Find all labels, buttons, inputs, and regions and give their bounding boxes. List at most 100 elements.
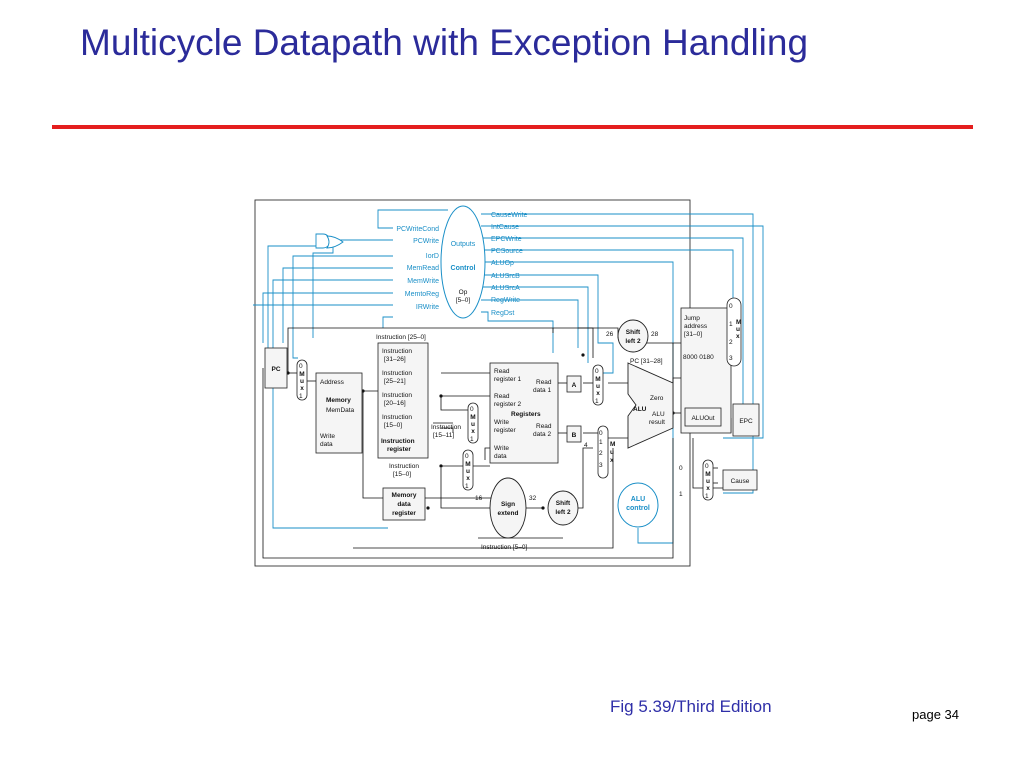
mux-srca-in0: 0 (595, 368, 599, 375)
reg-name: Registers (511, 411, 541, 418)
signal-pcsource: PCSource (491, 248, 523, 255)
sign-extend-a: Sign (501, 501, 515, 508)
mux-srcb-in3: 3 (599, 462, 603, 469)
mdr-label-b: data (397, 501, 411, 508)
shift-left-lower (547, 490, 579, 526)
mux-wr-in1: 1 (470, 436, 474, 443)
ir-name-a: Instruction (381, 438, 415, 445)
memory-unit (315, 372, 363, 454)
ir-field3-b: [20–16] (384, 400, 406, 407)
reg-rr2-b: register 2 (494, 401, 521, 408)
mux-intcause (702, 459, 714, 501)
mdr-label-a: Memory (392, 492, 417, 499)
cause-const-1: 1 (679, 491, 683, 498)
ir-field3-a: Instruction (382, 392, 412, 399)
mux-address-x: x (300, 385, 304, 392)
sign-extend (489, 477, 527, 539)
control-op-bits: [5–0] (456, 297, 471, 304)
mux-cause-u: u (706, 478, 710, 485)
mux-wd-x: x (466, 475, 470, 482)
reg-wd-a: Write (494, 445, 509, 452)
mux-srcb-in1: 1 (599, 439, 603, 446)
mux-pcs-in3: 3 (729, 355, 733, 362)
instr-15-11-b: [15–11] (433, 432, 454, 439)
mux-pcs-in2: 2 (729, 339, 733, 346)
alu-control-a: ALU (631, 496, 645, 503)
signal-alusrcb: ALUSrcB (491, 273, 520, 280)
mux-pcs-x: x (736, 333, 740, 340)
figure-caption: Fig 5.39/Third Edition (610, 697, 772, 716)
reg-wd-b: data (494, 453, 507, 460)
shift-upper-a: Shift (626, 329, 641, 336)
mux-wr-in0: 0 (470, 406, 474, 413)
mux-srcb-in2: 2 (599, 450, 603, 457)
ir-field2-a: Instruction (382, 370, 412, 377)
mux-wr-x: x (471, 428, 475, 435)
alu-control (617, 482, 659, 528)
register-b-label: B (572, 432, 577, 439)
memory-data-register (382, 487, 426, 521)
alu-result-a: ALU (652, 411, 665, 418)
mux-pcs-in0: 0 (729, 303, 733, 310)
register-a (566, 375, 582, 393)
signal-pcwritecond: PCWriteCond (396, 226, 439, 233)
shift-lower-a: Shift (556, 500, 571, 507)
mux-alusrcb (597, 425, 609, 479)
const-four-label: 4 (584, 442, 588, 449)
memory-address-label: Address (320, 379, 345, 386)
control-op-label: Op (459, 289, 468, 296)
jump-a: Jump (684, 315, 700, 322)
mux-wd-in1: 1 (465, 483, 469, 490)
signal-intcause: IntCause (491, 224, 519, 231)
ir-field4-b: [15–0] (384, 422, 402, 429)
mux-cause-x: x (706, 485, 710, 492)
mux-wd-m: M (465, 461, 470, 468)
memory-memdata-label: MemData (326, 407, 355, 414)
aluout-label: ALUOut (691, 415, 714, 422)
or-gate (326, 235, 344, 249)
shift-left-upper (617, 319, 649, 353)
mux-wr-m: M (470, 414, 475, 421)
ir-field1-a: Instruction (382, 348, 412, 355)
alu-zero-label: Zero (650, 395, 664, 402)
instr-25-0-label: Instruction [25–0] (376, 334, 426, 341)
pc-register (264, 347, 288, 389)
signal-memtoreg: MemtoReg (405, 291, 439, 298)
signal-aluop: ALUOp (491, 260, 514, 267)
mux-write-data (462, 449, 474, 491)
mux-wd-u: u (466, 468, 470, 475)
cause-label: Cause (731, 478, 750, 485)
mux-srca-in1: 1 (595, 398, 599, 405)
mux-pcs-u: u (736, 326, 740, 333)
pc-31-28-label: PC [31–28] (630, 358, 663, 365)
mdr-label-c: register (392, 510, 416, 517)
mux-alusrca (592, 364, 604, 406)
reg-rd1-a: Read (536, 379, 552, 386)
mux-pcs-m: M (736, 319, 741, 326)
ir-field2-b: [25–21] (384, 378, 406, 385)
control-outputs-label: Outputs (451, 241, 476, 248)
signal-epcwrite: EPCWrite (491, 236, 522, 243)
mux-cause-m: M (705, 471, 710, 478)
reg-rr1-a: Read (494, 368, 510, 375)
mux-cause-in0: 0 (705, 463, 709, 470)
mux-srca-m: M (595, 376, 600, 383)
mux-srcb-in0: 0 (599, 430, 603, 437)
jump-b: address (684, 323, 708, 330)
bits-16-label: 16 (475, 495, 483, 502)
signal-memread: MemRead (407, 265, 439, 272)
control-unit (440, 205, 486, 319)
shift-upper-b: left 2 (625, 338, 641, 345)
mux-srcb-m: M (610, 441, 615, 448)
mux-write-register (467, 402, 479, 444)
bits-32-label: 32 (529, 495, 537, 502)
alu-label: ALU (633, 406, 647, 413)
jump-c: [31–0] (684, 331, 702, 338)
instr-5-0-label: Instruction [5–0] (481, 544, 527, 551)
control-label: Control (451, 265, 476, 272)
signal-causewrite: CauseWrite (491, 212, 528, 219)
memory-write-label: Write (320, 433, 335, 440)
reg-rr1-b: register 1 (494, 376, 521, 383)
epc-label: EPC (739, 418, 753, 425)
cause-const-0: 0 (679, 465, 683, 472)
